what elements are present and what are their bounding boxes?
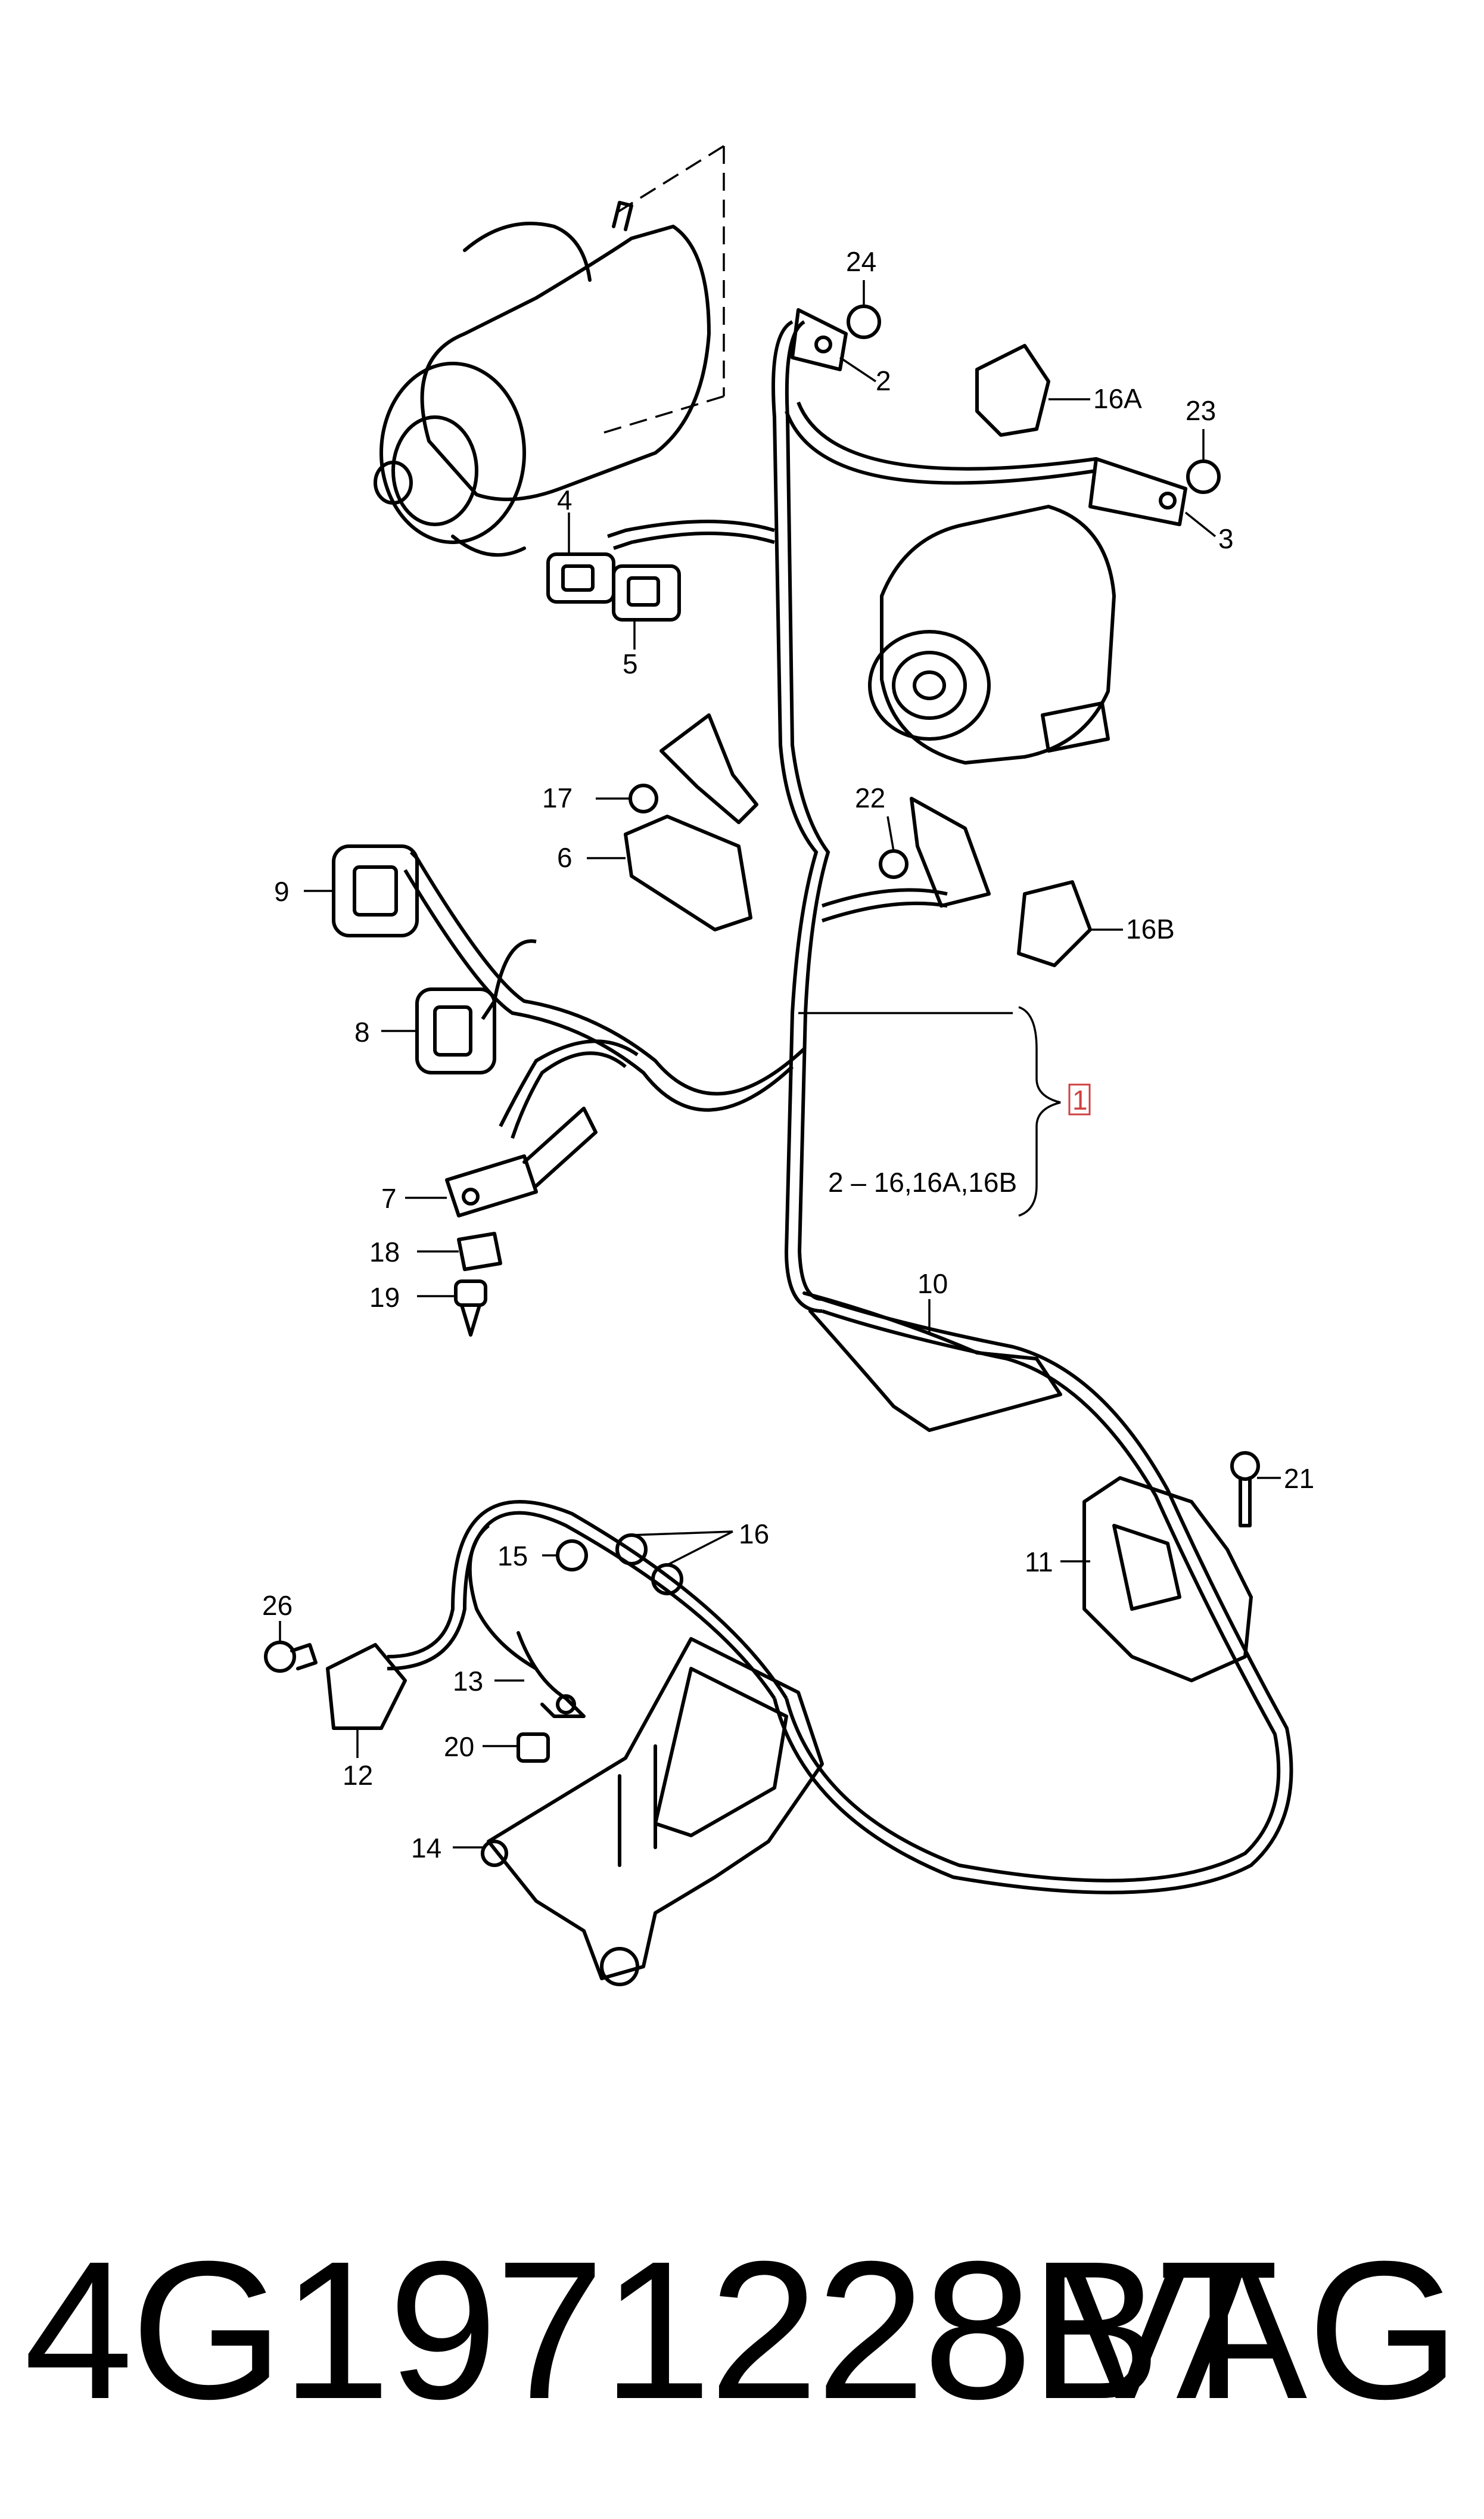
screw-19 <box>454 1279 487 1337</box>
nut-22 <box>879 849 909 879</box>
callout-10: 10 <box>917 1268 948 1299</box>
callout-12: 12 <box>343 1760 373 1791</box>
callout-21: 21 <box>1284 1463 1314 1494</box>
connector-4 <box>546 552 615 604</box>
leader-lines <box>279 280 1281 1849</box>
callout-22: 22 <box>855 782 885 813</box>
connector-12 <box>326 1643 407 1730</box>
callout-4: 4 <box>557 484 573 515</box>
callout-17: 17 <box>542 782 573 813</box>
callout-26: 26 <box>262 1590 293 1621</box>
callout-16a: 16A <box>1093 383 1142 414</box>
bracket-22 <box>910 797 991 908</box>
callout-13: 13 <box>453 1666 483 1697</box>
ring-terminal-7 <box>445 1107 598 1217</box>
nut-23 <box>1186 459 1221 494</box>
wiring-harness <box>387 320 1293 1894</box>
callout-1-box <box>1068 1083 1091 1116</box>
callout-5: 5 <box>623 648 638 679</box>
callout-1: 1 <box>1072 1085 1088 1116</box>
callout-24: 24 <box>846 246 876 277</box>
fuse-holder-11 <box>1082 1476 1253 1682</box>
callout-15: 15 <box>497 1540 528 1571</box>
clip-18 <box>457 1232 502 1271</box>
callout-9: 9 <box>274 876 290 907</box>
plug-26 <box>264 1641 318 1673</box>
callout-16b: 16B <box>1126 914 1175 945</box>
callout-2: 2 <box>876 365 891 396</box>
exploded-parts-diagram: 24 2 16A 23 3 4 5 17 6 22 9 16B 8 1 2 – … <box>262 145 1314 1986</box>
part-number: 4G1971228BT <box>24 2220 1279 2440</box>
connector-16b <box>1017 880 1092 967</box>
nut-17 <box>629 784 658 813</box>
alternator <box>868 505 1116 765</box>
callout-3: 3 <box>1218 523 1234 554</box>
nut-24 <box>847 305 881 339</box>
connector-8 <box>415 987 496 1074</box>
starter-motor <box>374 201 711 557</box>
callout-18: 18 <box>369 1237 400 1268</box>
callout-8: 8 <box>354 1017 370 1048</box>
fuse-box-14 <box>481 1637 824 1986</box>
callout-11: 11 <box>1025 1546 1053 1577</box>
callout-23: 23 <box>1186 395 1216 426</box>
connector-5 <box>612 564 681 622</box>
callout-16: 16 <box>739 1518 769 1549</box>
callout-labels: 24 2 16A 23 3 4 5 17 6 22 9 16B 8 1 2 – … <box>262 246 1314 1863</box>
screw-21 <box>1230 1451 1260 1527</box>
conduit-10 <box>802 1291 1062 1432</box>
bracket-range-note: 2 – 16,16A,16B <box>828 1167 1017 1198</box>
callout-20: 20 <box>444 1731 474 1762</box>
connector-9 <box>332 844 419 937</box>
callout-6: 6 <box>557 842 573 873</box>
callout-14: 14 <box>411 1832 441 1863</box>
callout-7: 7 <box>381 1183 397 1214</box>
ring-terminal-3 <box>1088 457 1187 526</box>
nut-15 <box>556 1539 588 1571</box>
bracket-6 <box>624 713 758 931</box>
ring-terminal-2 <box>791 308 848 371</box>
connector-16a <box>975 344 1050 437</box>
ring-terminal-13 <box>517 1631 586 1718</box>
brand-name: VAG <box>1059 2220 1460 2440</box>
callout-19: 19 <box>369 1282 400 1313</box>
bolt-20 <box>517 1732 550 1763</box>
